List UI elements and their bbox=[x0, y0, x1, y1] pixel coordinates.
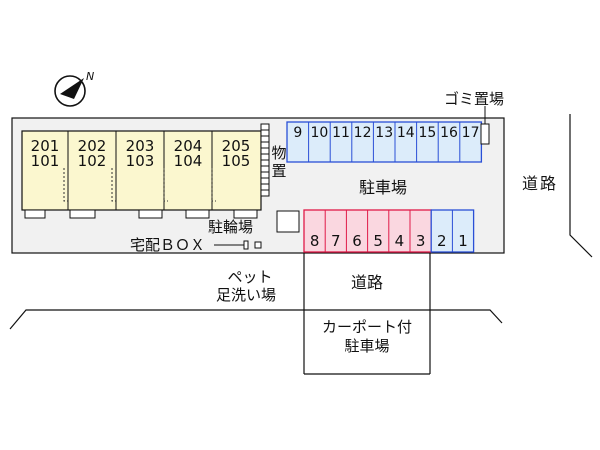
unit-number-lower: 103 bbox=[126, 152, 155, 170]
entry-step bbox=[69, 209, 96, 219]
parking-space-number: 8 bbox=[310, 232, 320, 250]
entry-step bbox=[233, 209, 258, 219]
compass-north-letter: N bbox=[86, 70, 94, 83]
pet-foot-wash-label: 足洗い場 bbox=[216, 286, 276, 304]
parking-label: 駐車場 bbox=[359, 178, 407, 197]
parking-space-number: 16 bbox=[440, 125, 458, 141]
stair-dotted-line bbox=[111, 168, 116, 202]
parking-space-number: 11 bbox=[332, 125, 350, 141]
parking-space-number: 17 bbox=[462, 125, 480, 141]
pet-foot-wash bbox=[254, 241, 262, 249]
delivery-box bbox=[243, 240, 249, 250]
bicycle-parking bbox=[276, 210, 300, 233]
stair-dotted-line bbox=[63, 168, 68, 202]
parking-space-number: 6 bbox=[352, 232, 362, 250]
parking-space-number: 3 bbox=[416, 232, 426, 250]
parking-space-number: 15 bbox=[418, 125, 436, 141]
road-center-label: 道路 bbox=[351, 273, 383, 292]
road-edge-top bbox=[9, 309, 503, 330]
building-outline bbox=[21, 130, 262, 211]
parking-space-number: 4 bbox=[395, 232, 405, 250]
parking-space-number: 10 bbox=[310, 125, 328, 141]
parking-space-number: 7 bbox=[331, 232, 341, 250]
bicycle-parking-label: 駐輪場 bbox=[208, 218, 253, 236]
parking-space-number: 9 bbox=[293, 125, 302, 141]
unit-number-upper: 203 bbox=[126, 137, 155, 155]
stair-dotted-line bbox=[163, 168, 168, 202]
parking-space-number: 5 bbox=[373, 232, 383, 250]
carport-label: カーポート付 bbox=[322, 318, 412, 336]
right-road-label: 道 bbox=[522, 174, 538, 193]
entry-step bbox=[24, 209, 46, 219]
carport-label: 駐車場 bbox=[344, 337, 389, 355]
storage-label: 物 bbox=[271, 144, 286, 162]
unit-number-lower: 101 bbox=[31, 152, 60, 170]
storage-label: 置 bbox=[271, 162, 286, 180]
unit-number-lower: 102 bbox=[78, 152, 107, 170]
right-road-label: 路 bbox=[540, 174, 556, 193]
entry-step bbox=[138, 209, 163, 219]
unit-number-upper: 204 bbox=[174, 137, 203, 155]
parking-space-number: 2 bbox=[437, 232, 447, 250]
north-compass-icon: N bbox=[54, 70, 94, 107]
unit-number-upper: 205 bbox=[222, 137, 251, 155]
garbage-area bbox=[480, 123, 490, 145]
parking-space-number: 12 bbox=[354, 125, 372, 141]
stair-dotted-line bbox=[211, 168, 216, 202]
parking-top-block bbox=[286, 121, 483, 163]
unit-number-lower: 105 bbox=[222, 152, 251, 170]
parking-space-number: 14 bbox=[397, 125, 415, 141]
unit-number-lower: 104 bbox=[174, 152, 203, 170]
storage-shed bbox=[260, 123, 270, 197]
unit-number-upper: 202 bbox=[78, 137, 107, 155]
parking-space-number: 1 bbox=[458, 232, 468, 250]
delivery-box-label: 宅配ＢＯＸ bbox=[130, 236, 205, 254]
entry-step bbox=[185, 209, 210, 219]
parking-space-number: 13 bbox=[375, 125, 393, 141]
pet-foot-wash-label: ペット bbox=[227, 268, 272, 286]
apartment-building: 201 202 203 204 205 101 102 103 104 105 bbox=[21, 130, 262, 219]
unit-number-upper: 201 bbox=[31, 137, 60, 155]
right-road-edge bbox=[569, 114, 593, 258]
garbage-label: ゴミ置場 bbox=[444, 90, 504, 108]
